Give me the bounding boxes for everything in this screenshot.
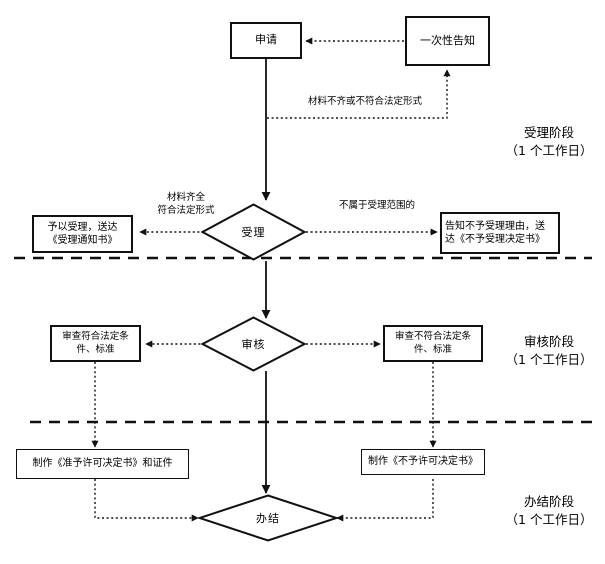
node-review-fail-line2: 件、标准 — [413, 343, 452, 355]
node-accept-label: 受理 — [241, 226, 266, 239]
node-finish-label: 办结 — [256, 512, 280, 525]
stage-label-review-line2: （1 个工作日） — [505, 352, 593, 368]
stage-label-completion-line2: （1 个工作日） — [505, 512, 593, 528]
node-review-shape — [200, 316, 307, 372]
node-permit-deny[interactable]: 制作《不予许可决定书》 — [361, 449, 485, 475]
node-accept[interactable]: 受理 — [200, 203, 307, 261]
stage-label-completion: 办结阶段 （1 个工作日） — [498, 493, 600, 529]
stage-label-acceptance-line1: 受理阶段 — [523, 125, 574, 140]
edge-label-materials-complete-line1: 材料齐全 — [166, 192, 205, 203]
edge-label-out-of-scope-text: 不属于受理范围的 — [338, 200, 415, 211]
edge-label-out-of-scope: 不属于受理范围的 — [322, 200, 432, 213]
node-review-pass-line1: 审查符合法定条 — [62, 330, 129, 342]
edge-deny-to-finish — [336, 479, 434, 522]
edge-grant-to-finish — [94, 479, 199, 522]
stage-label-acceptance-line2: （1 个工作日） — [505, 143, 593, 159]
node-one-time-notice-label: 一次性告知 — [420, 33, 475, 47]
node-accept-no-line2: 达《不予受理决定书》 — [445, 234, 545, 245]
node-review[interactable]: 审核 — [200, 316, 307, 372]
node-accept-shape — [200, 203, 307, 261]
node-review-fail-line1: 审查不符合法定条 — [394, 330, 471, 342]
node-review-fail[interactable]: 审查不符合法定条 件、标准 — [383, 325, 483, 362]
node-finish-shape — [196, 494, 340, 542]
node-apply-label: 申请 — [255, 33, 277, 47]
node-accept-no[interactable]: 告知不予受理理由，送 达《不予受理决定书》 — [440, 212, 560, 254]
node-review-label: 审核 — [241, 338, 266, 351]
edge-label-materials-incomplete-text: 材料不齐或不符合法定形式 — [307, 96, 422, 107]
node-one-time-notice[interactable]: 一次性告知 — [405, 16, 490, 66]
stage-label-acceptance: 受理阶段 （1 个工作日） — [498, 124, 600, 160]
node-finish[interactable]: 办结 — [196, 494, 340, 542]
stage-label-review-line1: 审核阶段 — [523, 334, 574, 349]
edge-accept-to-notice — [267, 69, 451, 119]
node-review-pass-line2: 件、标准 — [76, 343, 115, 355]
stage-label-review: 审核阶段 （1 个工作日） — [498, 333, 600, 369]
node-permit-grant-label: 制作《准予许可决定书》和证件 — [32, 458, 173, 470]
node-apply[interactable]: 申请 — [230, 22, 302, 59]
node-accept-yes-line2: 《受理通知书》 — [47, 235, 118, 246]
edge-label-materials-complete-line2: 符合法定形式 — [157, 204, 215, 216]
edge-label-materials-incomplete: 材料不齐或不符合法定形式 — [285, 96, 445, 109]
node-accept-yes-line1: 予以受理，送达 — [47, 221, 118, 233]
node-accept-no-line1: 告知不予受理理由，送 — [445, 220, 545, 232]
node-accept-yes[interactable]: 予以受理，送达 《受理通知书》 — [32, 215, 133, 253]
edge-label-materials-complete: 材料齐全 符合法定形式 — [131, 192, 241, 218]
node-permit-deny-label: 制作《不予许可决定书》 — [368, 456, 478, 468]
stage-label-completion-line1: 办结阶段 — [523, 494, 574, 509]
node-review-pass[interactable]: 审查符合法定条 件、标准 — [50, 325, 141, 362]
node-permit-grant[interactable]: 制作《准予许可决定书》和证件 — [16, 449, 189, 479]
